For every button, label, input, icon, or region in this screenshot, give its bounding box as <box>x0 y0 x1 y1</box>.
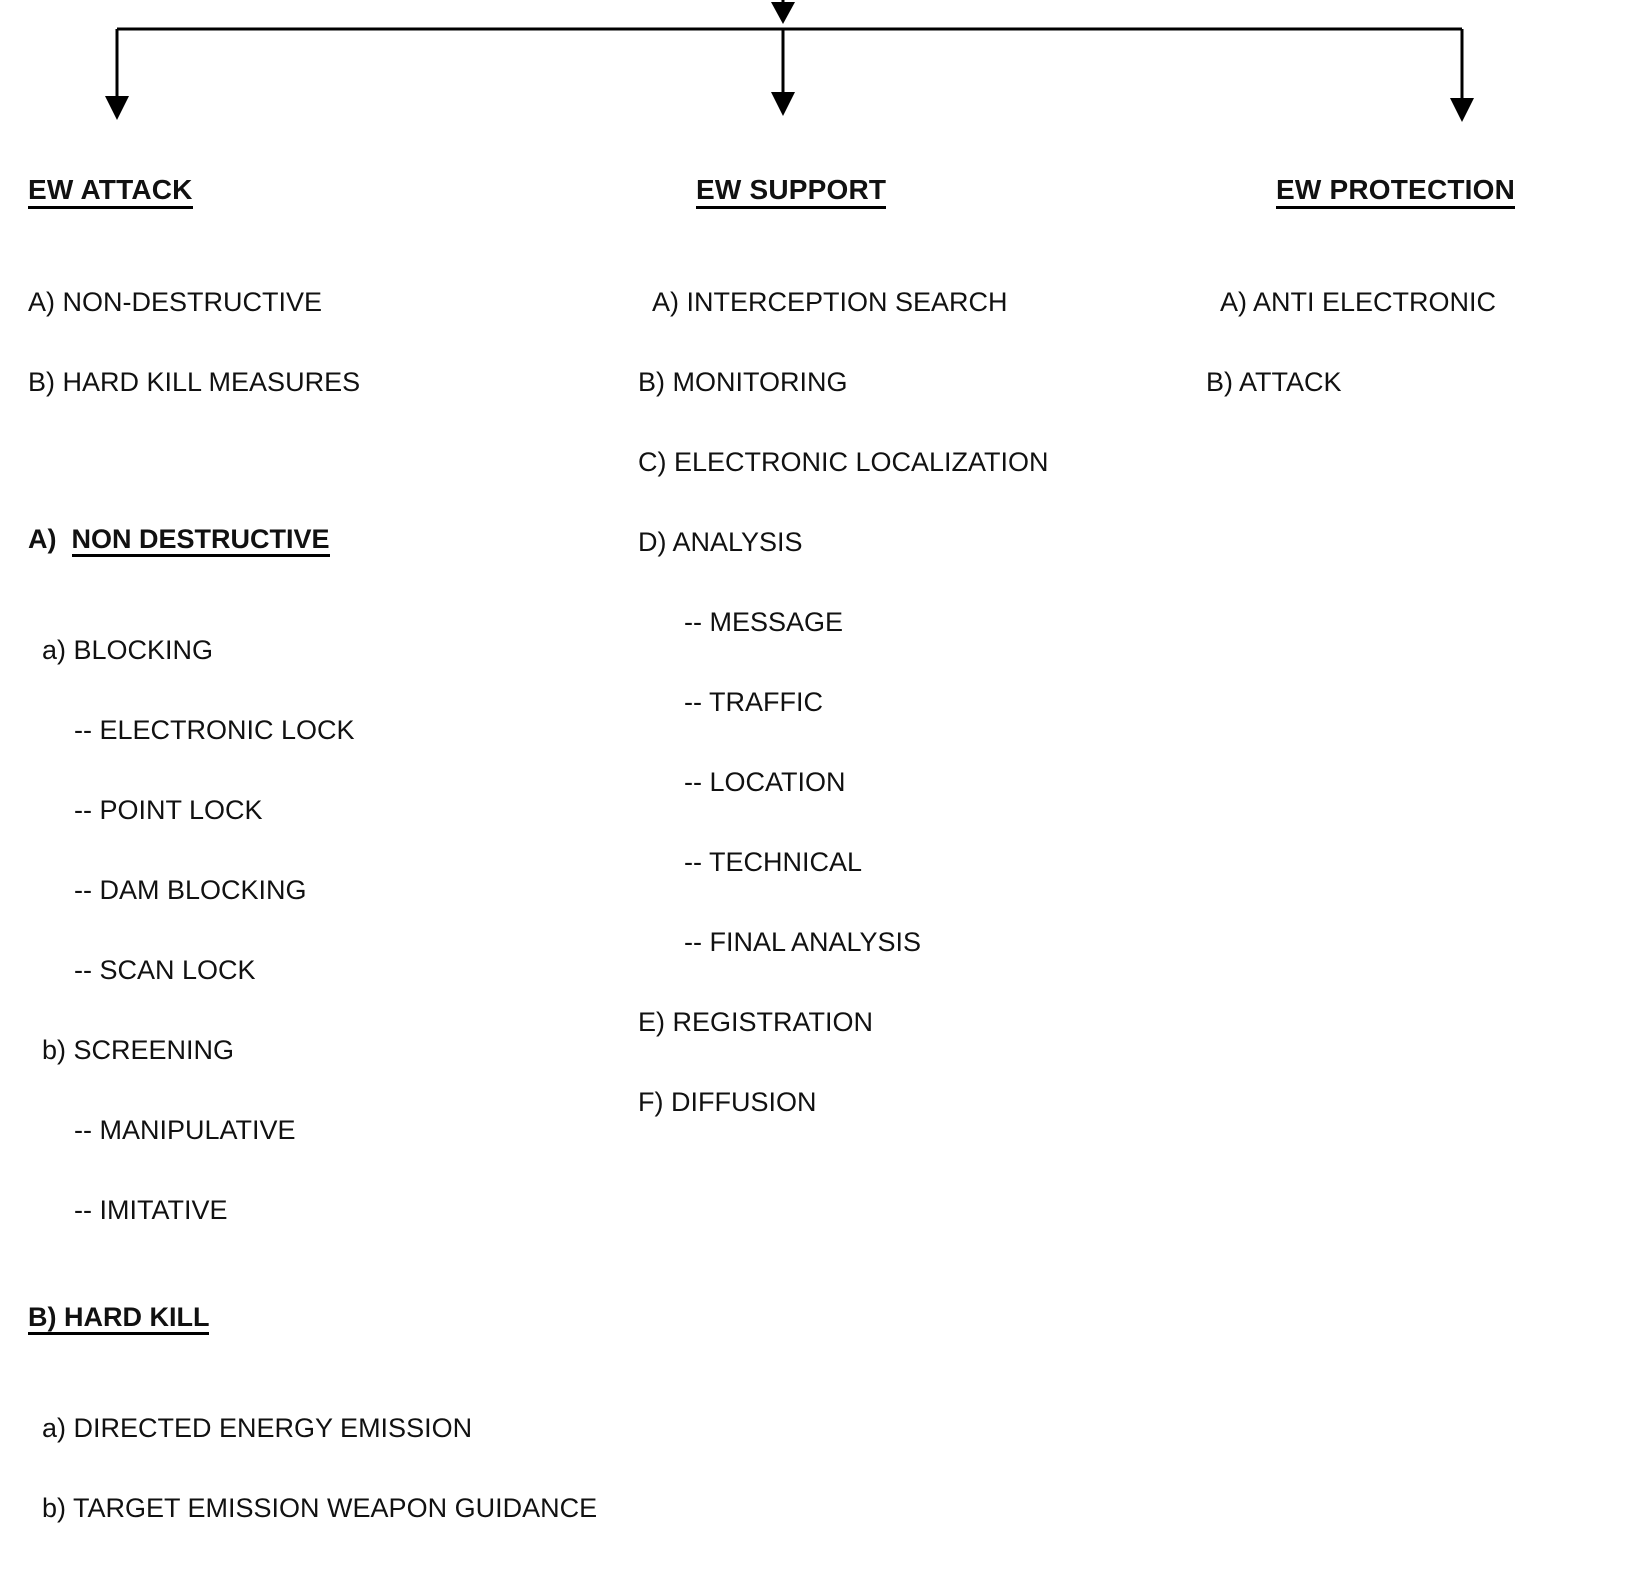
protection-item-attack: B) ATTACK <box>1206 367 1342 397</box>
attack-leaf-point-lock: -- POINT LOCK <box>74 795 263 825</box>
spacer <box>28 664 628 717</box>
spacer <box>638 476 1158 529</box>
spacer <box>638 796 1158 849</box>
spacer <box>28 1224 628 1304</box>
support-item-monitoring: B) MONITORING <box>638 367 848 397</box>
spacer <box>28 209 628 289</box>
column-ew-support: EW SUPPORT A) INTERCEPTION SEARCH B) MON… <box>638 176 1158 1116</box>
attack-leaf-scan-lock: -- SCAN LOCK <box>74 955 256 985</box>
attack-leaf-target-emission-weapon-guidance: b) TARGET EMISSION WEAPON GUIDANCE <box>42 1493 598 1523</box>
support-item-electronic-localization: C) ELECTRONIC LOCALIZATION <box>638 447 1049 477</box>
heading-ew-support-label: EW SUPPORT <box>696 176 887 209</box>
spacer <box>1206 209 1626 289</box>
spacer <box>638 956 1158 1009</box>
spacer <box>1206 316 1626 369</box>
spacer <box>28 316 628 369</box>
support-item-registration: E) REGISTRATION <box>638 1007 874 1037</box>
attack-leaf-manipulative: -- MANIPULATIVE <box>74 1115 296 1145</box>
spacer <box>638 716 1158 769</box>
support-leaf-final-analysis: -- FINAL ANALYSIS <box>684 927 922 957</box>
spacer <box>28 557 628 637</box>
branch-arrow-center-icon <box>771 29 795 116</box>
attack-sub-screening: b) SCREENING <box>42 1035 235 1065</box>
incoming-arrow-icon <box>771 0 795 24</box>
attack-section-non-destructive: A) NON DESTRUCTIVE <box>28 526 628 557</box>
attack-leaf-imitative: -- IMITATIVE <box>74 1195 228 1225</box>
support-item-analysis: D) ANALYSIS <box>638 527 803 557</box>
spacer <box>638 636 1158 689</box>
attack-section-hard-kill-title: B) HARD KILL <box>28 1304 210 1335</box>
attack-leaf-electronic-lock: -- ELECTRONIC LOCK <box>74 715 355 745</box>
attack-section-non-destructive-title: NON DESTRUCTIVE <box>71 526 330 557</box>
attack-sub-blocking: a) BLOCKING <box>42 635 214 665</box>
branch-arrow-right-icon <box>1450 29 1474 122</box>
spacer <box>638 396 1158 449</box>
branch-arrow-left-icon <box>105 29 129 120</box>
support-leaf-traffic: -- TRAFFIC <box>684 687 823 717</box>
heading-ew-attack: EW ATTACK <box>28 176 628 209</box>
spacer <box>28 904 628 957</box>
heading-ew-protection-label: EW PROTECTION <box>1276 176 1516 209</box>
tree-connector-graphic <box>105 0 1474 122</box>
support-leaf-location: -- LOCATION <box>684 767 846 797</box>
support-leaf-technical: -- TECHNICAL <box>684 847 863 877</box>
attack-item-hard-kill-measures: B) HARD KILL MEASURES <box>28 367 361 397</box>
attack-leaf-directed-energy-emission: a) DIRECTED ENERGY EMISSION <box>42 1413 473 1443</box>
spacer <box>28 1144 628 1197</box>
spacer <box>28 824 628 877</box>
spacer <box>28 984 628 1037</box>
spacer <box>638 556 1158 609</box>
spacer <box>28 1442 628 1495</box>
attack-item-non-destructive: A) NON-DESTRUCTIVE <box>28 287 323 317</box>
column-ew-attack: EW ATTACK A) NON-DESTRUCTIVE B) HARD KIL… <box>28 176 628 1522</box>
attack-section-non-destructive-prefix: A) <box>28 524 57 554</box>
heading-ew-attack-label: EW ATTACK <box>28 176 193 209</box>
support-item-interception-search: A) INTERCEPTION SEARCH <box>652 287 1008 317</box>
attack-section-hard-kill: B) HARD KILL <box>28 1304 628 1335</box>
heading-ew-support: EW SUPPORT <box>638 176 1158 209</box>
support-leaf-message: -- MESSAGE <box>684 607 844 637</box>
spacer <box>638 876 1158 929</box>
support-item-diffusion: F) DIFFUSION <box>638 1087 817 1117</box>
spacer <box>28 396 628 526</box>
spacer <box>638 209 1158 289</box>
attack-leaf-dam-blocking: -- DAM BLOCKING <box>74 875 307 905</box>
protection-item-anti-electronic: A) ANTI ELECTRONIC <box>1220 287 1497 317</box>
spacer <box>638 316 1158 369</box>
heading-ew-protection: EW PROTECTION <box>1206 176 1626 209</box>
spacer <box>28 744 628 797</box>
spacer <box>28 1064 628 1117</box>
column-ew-protection: EW PROTECTION A) ANTI ELECTRONIC B) ATTA… <box>1206 176 1626 396</box>
spacer <box>28 1335 628 1415</box>
spacer <box>638 1036 1158 1089</box>
